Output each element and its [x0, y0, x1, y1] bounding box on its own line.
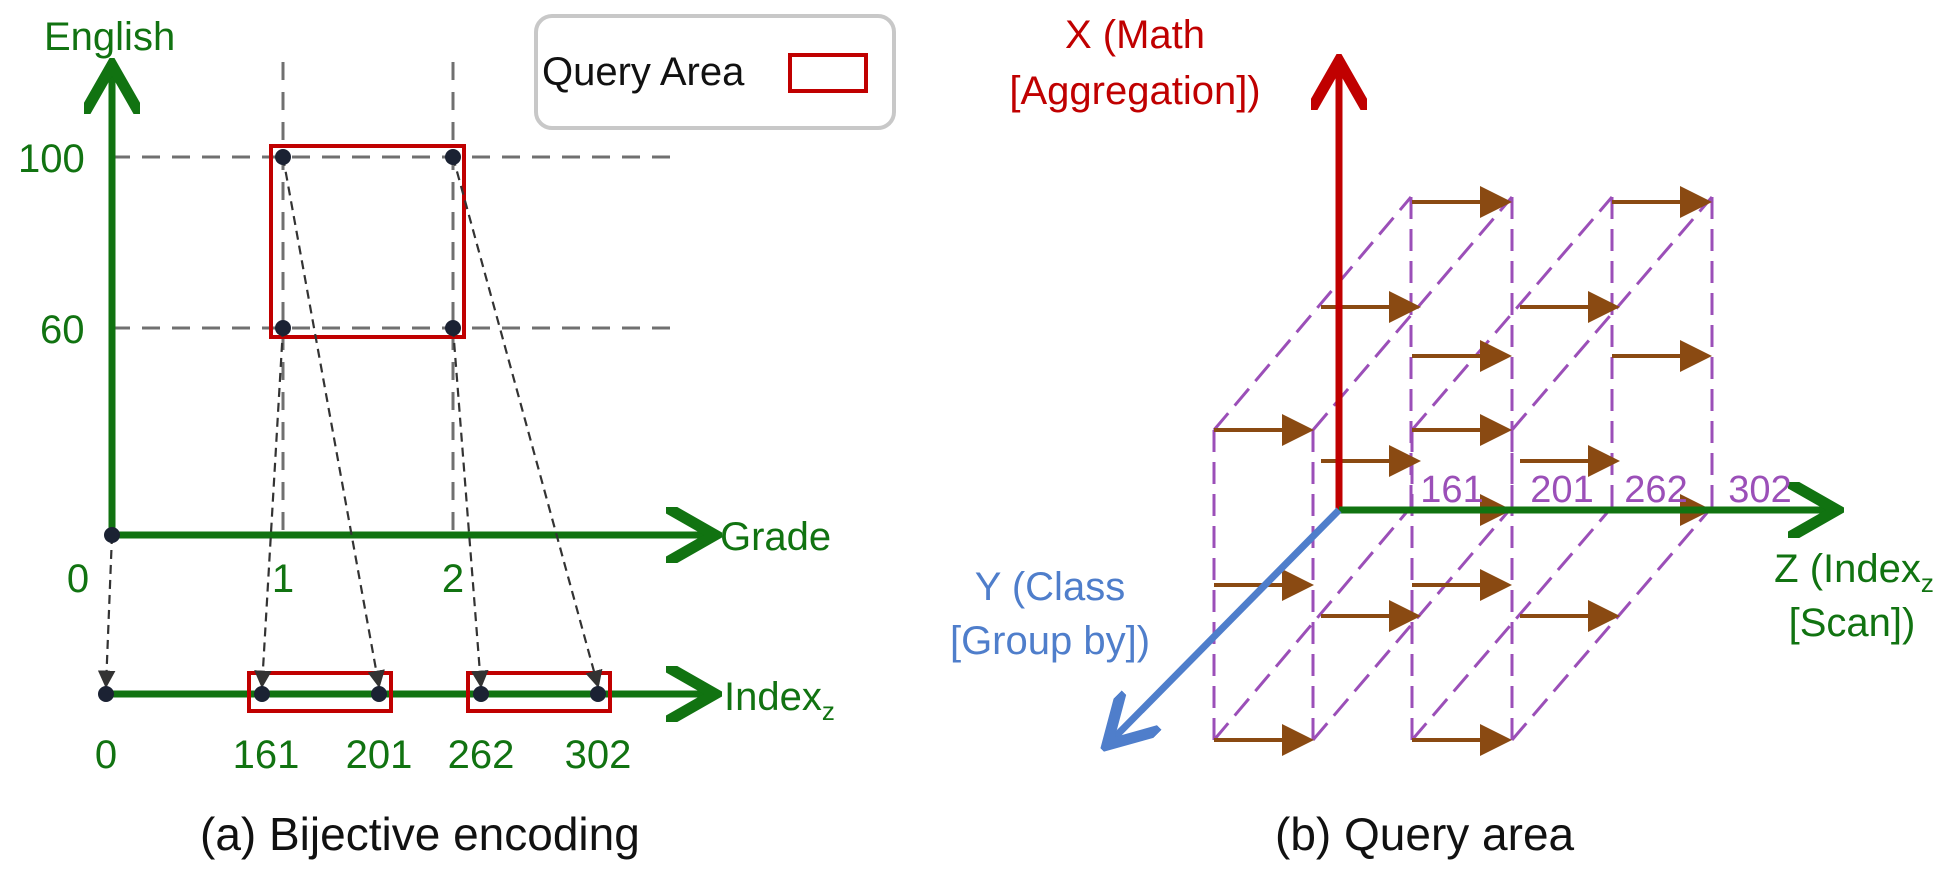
index-point-262 [473, 686, 489, 702]
z-tick-161: 161 [1420, 469, 1483, 511]
x-tick-2: 2 [442, 557, 464, 601]
panel-b: 161 201 262 302 X (Math [Aggregation]) Y… [950, 13, 1934, 860]
legend-swatch [788, 53, 868, 93]
panel-a: English Grade Indexz 100 60 0 1 2 0 161 … [18, 14, 896, 860]
point-grade2-eng100 [445, 149, 461, 165]
index-point-302 [590, 686, 606, 702]
caption-b: (b) Query area [1275, 808, 1575, 860]
english-axis-label: English [44, 15, 175, 59]
data-points [98, 149, 606, 702]
z-tick-262: 262 [1624, 469, 1687, 511]
index-tick-302: 302 [565, 733, 632, 777]
z-axis-label-line2: [Scan]) [1789, 601, 1916, 645]
x-axis-label-line1: X (Math [1065, 13, 1205, 57]
index-range-rect-1 [247, 671, 393, 713]
grade-axis-label: Grade [720, 515, 831, 559]
point-origin [104, 527, 120, 543]
point-grade1-eng100 [275, 149, 291, 165]
index-tick-262: 262 [448, 733, 515, 777]
index-point-201 [371, 686, 387, 702]
z-tick-201: 201 [1530, 469, 1593, 511]
caption-a: (a) Bijective encoding [200, 808, 640, 860]
legend-box [534, 14, 896, 130]
index-point-161 [254, 686, 270, 702]
index-tick-201: 201 [346, 733, 413, 777]
legend: Query Area [534, 14, 896, 130]
y-axis-label-line1: Y (Class [975, 565, 1125, 609]
y-tick-60: 60 [40, 308, 85, 352]
mapping-arrows [97, 156, 603, 689]
index-point-0 [98, 686, 114, 702]
z-axis-label-line1: Z (Indexz [1774, 547, 1934, 598]
y-tick-100: 100 [18, 137, 85, 181]
legend-label: Query Area [542, 50, 745, 94]
point-grade1-eng60 [275, 320, 291, 336]
index-tick-0: 0 [95, 733, 117, 777]
x-axis-label-line2: [Aggregation]) [1009, 69, 1260, 113]
dashed-guide-lines [112, 62, 680, 532]
query-area-rect [269, 144, 466, 339]
index-axis-label: Indexz [724, 675, 835, 726]
x-tick-1: 1 [272, 557, 294, 601]
origin-label: 0 [67, 557, 89, 601]
index-range-rect-2 [466, 671, 612, 713]
y-axis-label-line2: [Group by]) [950, 619, 1150, 663]
index-tick-161: 161 [233, 733, 300, 777]
z-tick-302: 302 [1728, 469, 1791, 511]
point-grade2-eng60 [445, 320, 461, 336]
y-axis-class [1112, 507, 1342, 740]
